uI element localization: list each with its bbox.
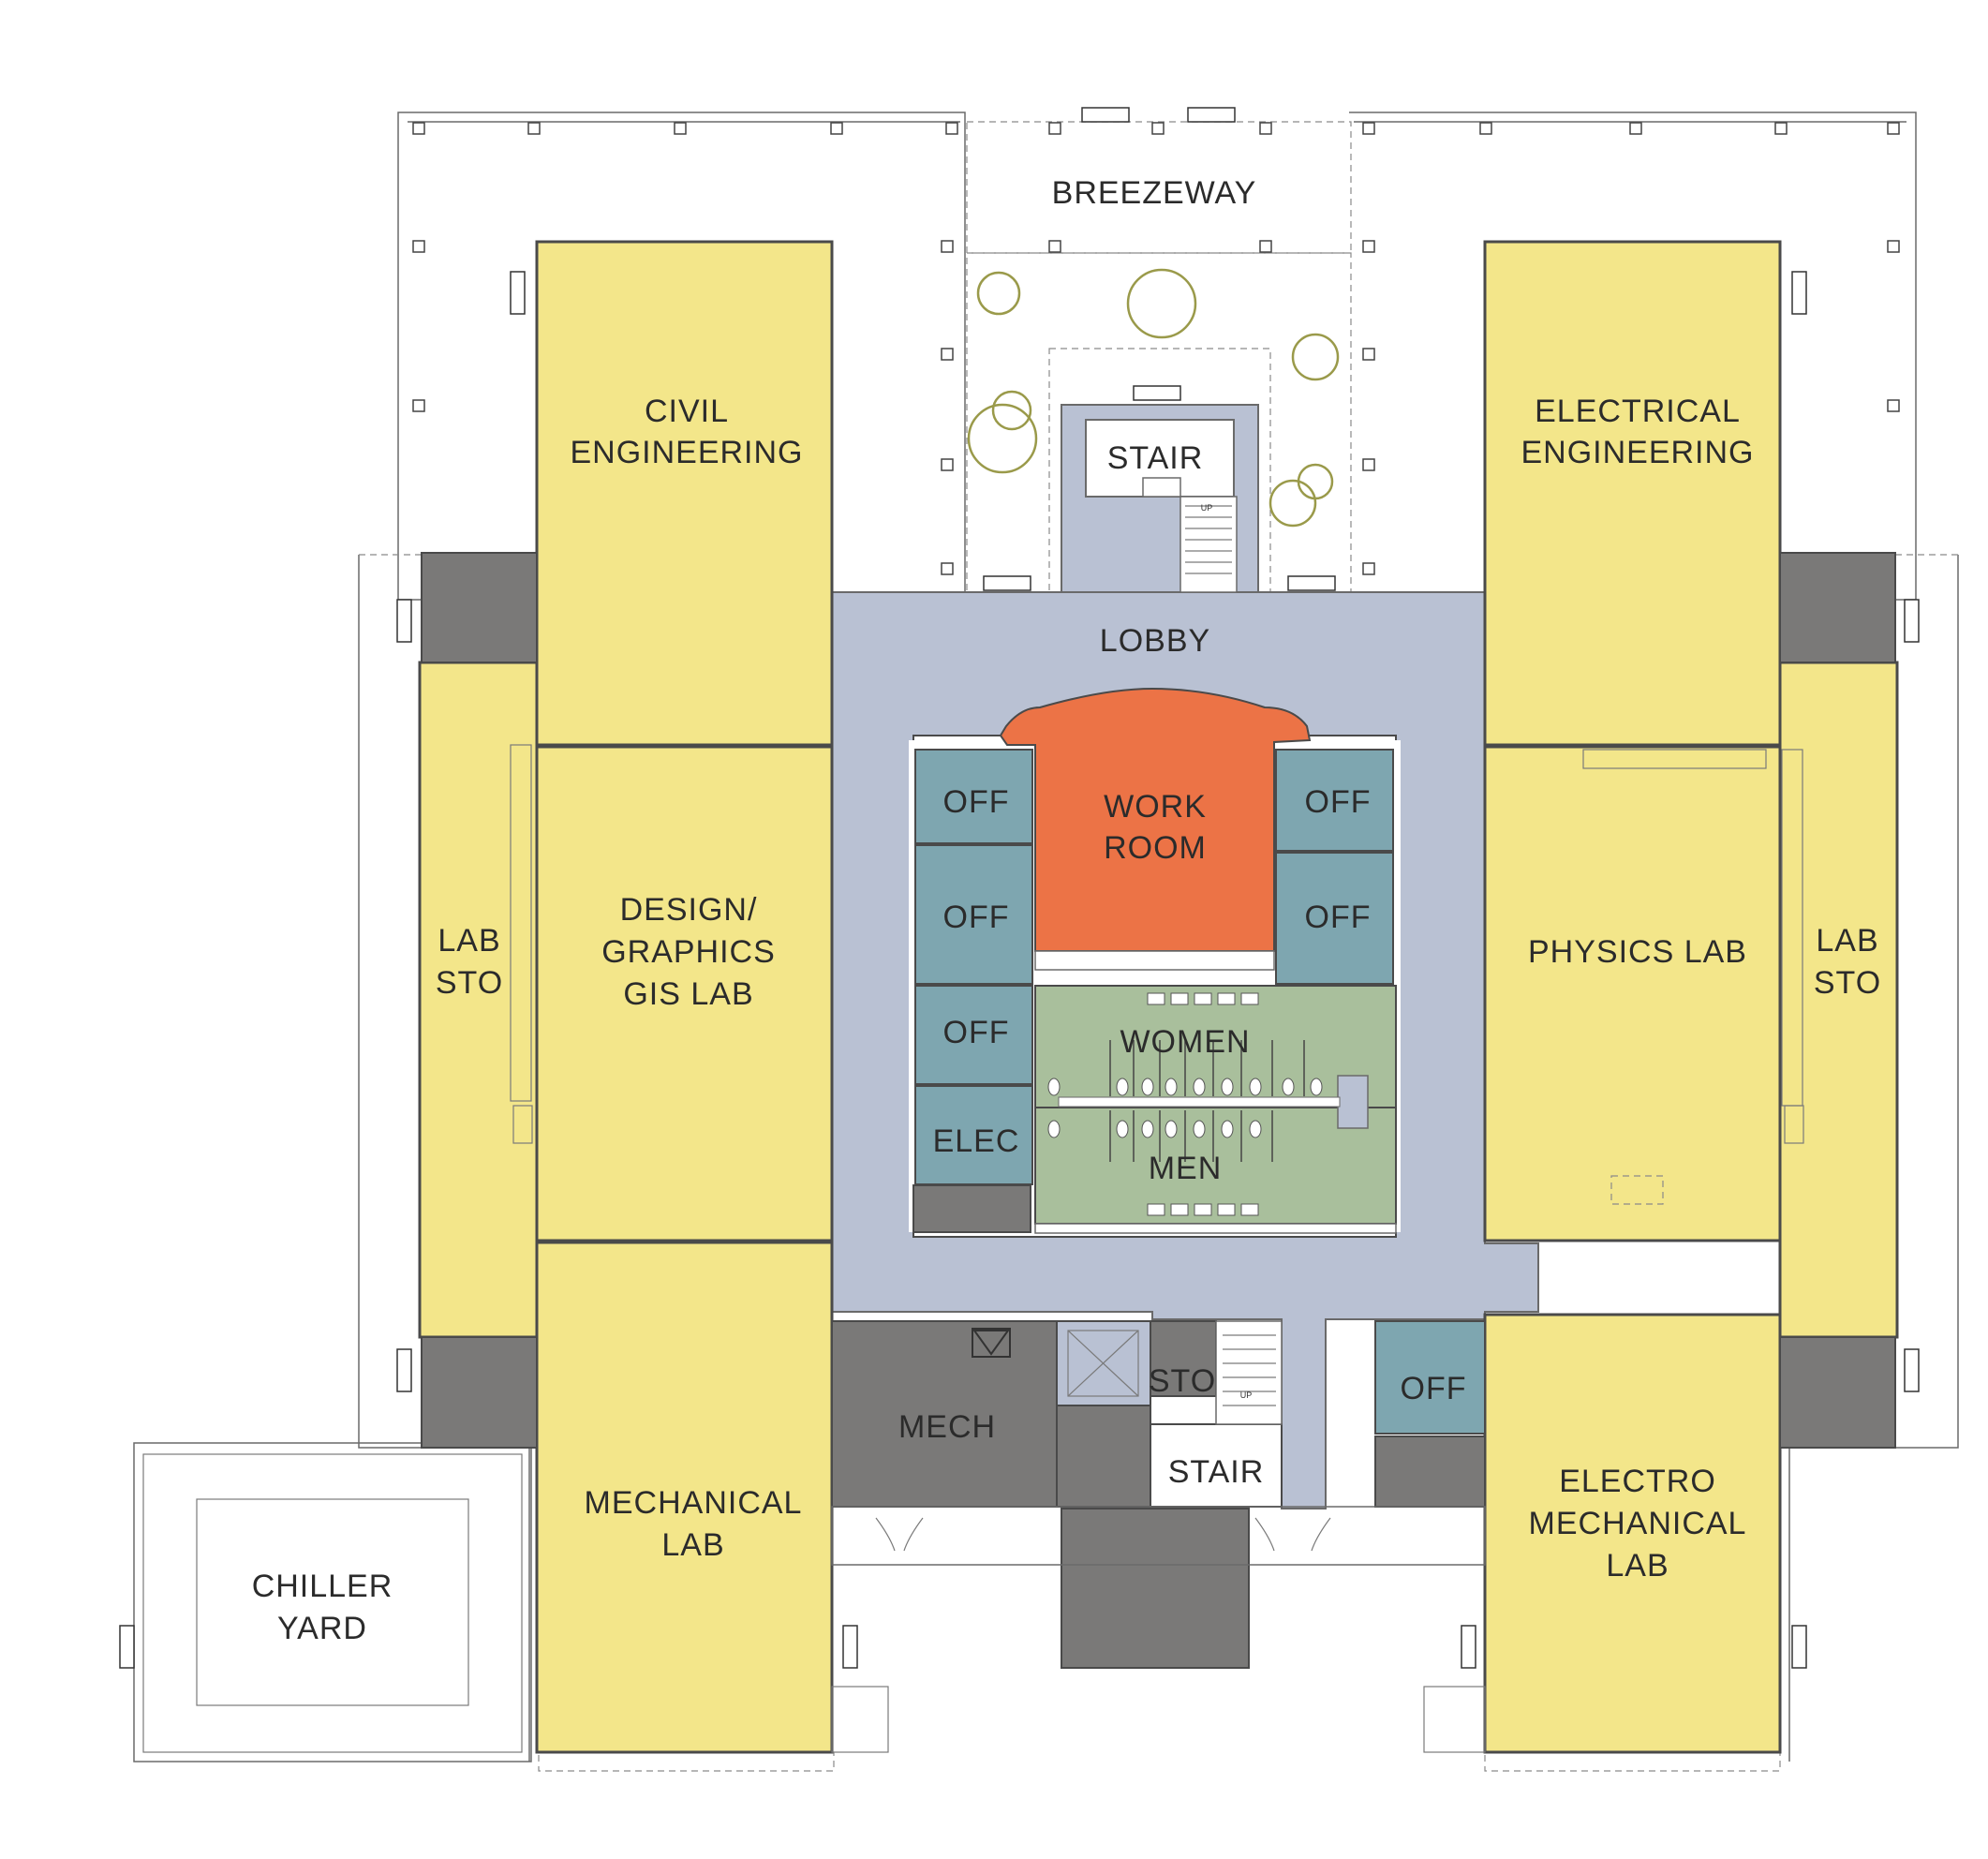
- off-label-1: OFF: [943, 784, 1010, 820]
- lab-sto-right-room: [1778, 661, 1899, 1339]
- design-graphics-room: [535, 745, 834, 1242]
- off-room-4: [1275, 749, 1394, 852]
- electro-mechanical-lab-room: [1483, 1313, 1782, 1754]
- work-room-area: [999, 687, 1312, 952]
- off-room-3: [914, 985, 1033, 1085]
- stair-south-up-mark: UP: [1240, 1391, 1253, 1400]
- off-label-5: OFF: [1305, 900, 1372, 935]
- work-room-label-line1: WORK: [1104, 789, 1207, 825]
- off-room-6: [1374, 1320, 1486, 1435]
- civil-engineering-room: [535, 240, 834, 747]
- mech-label: MECH: [898, 1409, 996, 1445]
- off-room-2: [914, 844, 1033, 985]
- lobby-label: LOBBY: [1100, 623, 1210, 659]
- civil-engineering-label-line1: CIVIL: [645, 394, 729, 429]
- off-label-2: OFF: [943, 900, 1010, 935]
- work-room-label-line2: ROOM: [1104, 830, 1207, 866]
- core: [914, 687, 1486, 1435]
- stair-north-label: STAIR: [1107, 440, 1204, 476]
- window-grilles: [119, 107, 1920, 1669]
- lab-sto-left-label-line1: LAB: [438, 923, 500, 959]
- service-rooms: UP: [421, 552, 1896, 1669]
- design-graphics-label-line3: GIS LAB: [623, 976, 753, 1012]
- sto-room: [1150, 1320, 1217, 1397]
- off-room-5: [1275, 852, 1394, 985]
- off-label-6: OFF: [1401, 1371, 1467, 1406]
- canopy-outlines: [133, 112, 1959, 1772]
- lab-wings: [418, 240, 1899, 1754]
- electrical-engineering-room: [1483, 240, 1782, 747]
- room-labels: BREEZEWAY CIVIL ENGINEERING ELECTRICAL E…: [252, 175, 1881, 1646]
- breezeway-trees: [967, 268, 1340, 528]
- lab-sto-left-label-line2: STO: [436, 965, 503, 1001]
- elec-label: ELEC: [933, 1123, 1020, 1159]
- electrical-engineering-label-line1: ELECTRICAL: [1535, 394, 1741, 429]
- electro-mechanical-label-line3: LAB: [1606, 1548, 1669, 1584]
- mechanical-lab-label-line2: LAB: [661, 1527, 724, 1563]
- men-label: MEN: [1149, 1151, 1223, 1186]
- south-entry: [831, 1506, 1486, 1753]
- mechanical-lab-label-line1: MECHANICAL: [585, 1485, 803, 1521]
- off-label-3: OFF: [943, 1015, 1010, 1050]
- chiller-yard-label-line2: YARD: [277, 1611, 367, 1646]
- electro-mechanical-label-line1: ELECTRO: [1559, 1464, 1716, 1499]
- stair-north-up-mark: UP: [1201, 503, 1213, 513]
- electro-mechanical-label-line2: MECHANICAL: [1529, 1506, 1747, 1541]
- off-room-1: [914, 749, 1033, 844]
- lab-sto-right-label-line2: STO: [1814, 965, 1881, 1001]
- off-label-4: OFF: [1305, 784, 1372, 820]
- women-label: WOMEN: [1120, 1024, 1250, 1060]
- lab-sto-right-label-line1: LAB: [1816, 923, 1878, 959]
- design-graphics-label-line1: DESIGN/: [620, 892, 758, 928]
- elec-room: [914, 1085, 1033, 1185]
- physics-lab-room: [1483, 745, 1782, 1242]
- mechanical-lab-room: [535, 1241, 834, 1754]
- canopy-columns: [412, 122, 1900, 575]
- stair-south-label: STAIR: [1168, 1454, 1265, 1490]
- chiller-yard-label-line1: CHILLER: [252, 1569, 393, 1604]
- electrical-engineering-label-line2: ENGINEERING: [1521, 435, 1754, 470]
- breezeway-label: BREEZEWAY: [1052, 175, 1257, 211]
- physics-lab-label: PHYSICS LAB: [1528, 934, 1747, 970]
- civil-engineering-label-line2: ENGINEERING: [570, 435, 803, 470]
- design-graphics-label-line2: GRAPHICS: [601, 934, 776, 970]
- mech-room: [831, 1320, 1058, 1508]
- sto-label: STO: [1149, 1363, 1216, 1399]
